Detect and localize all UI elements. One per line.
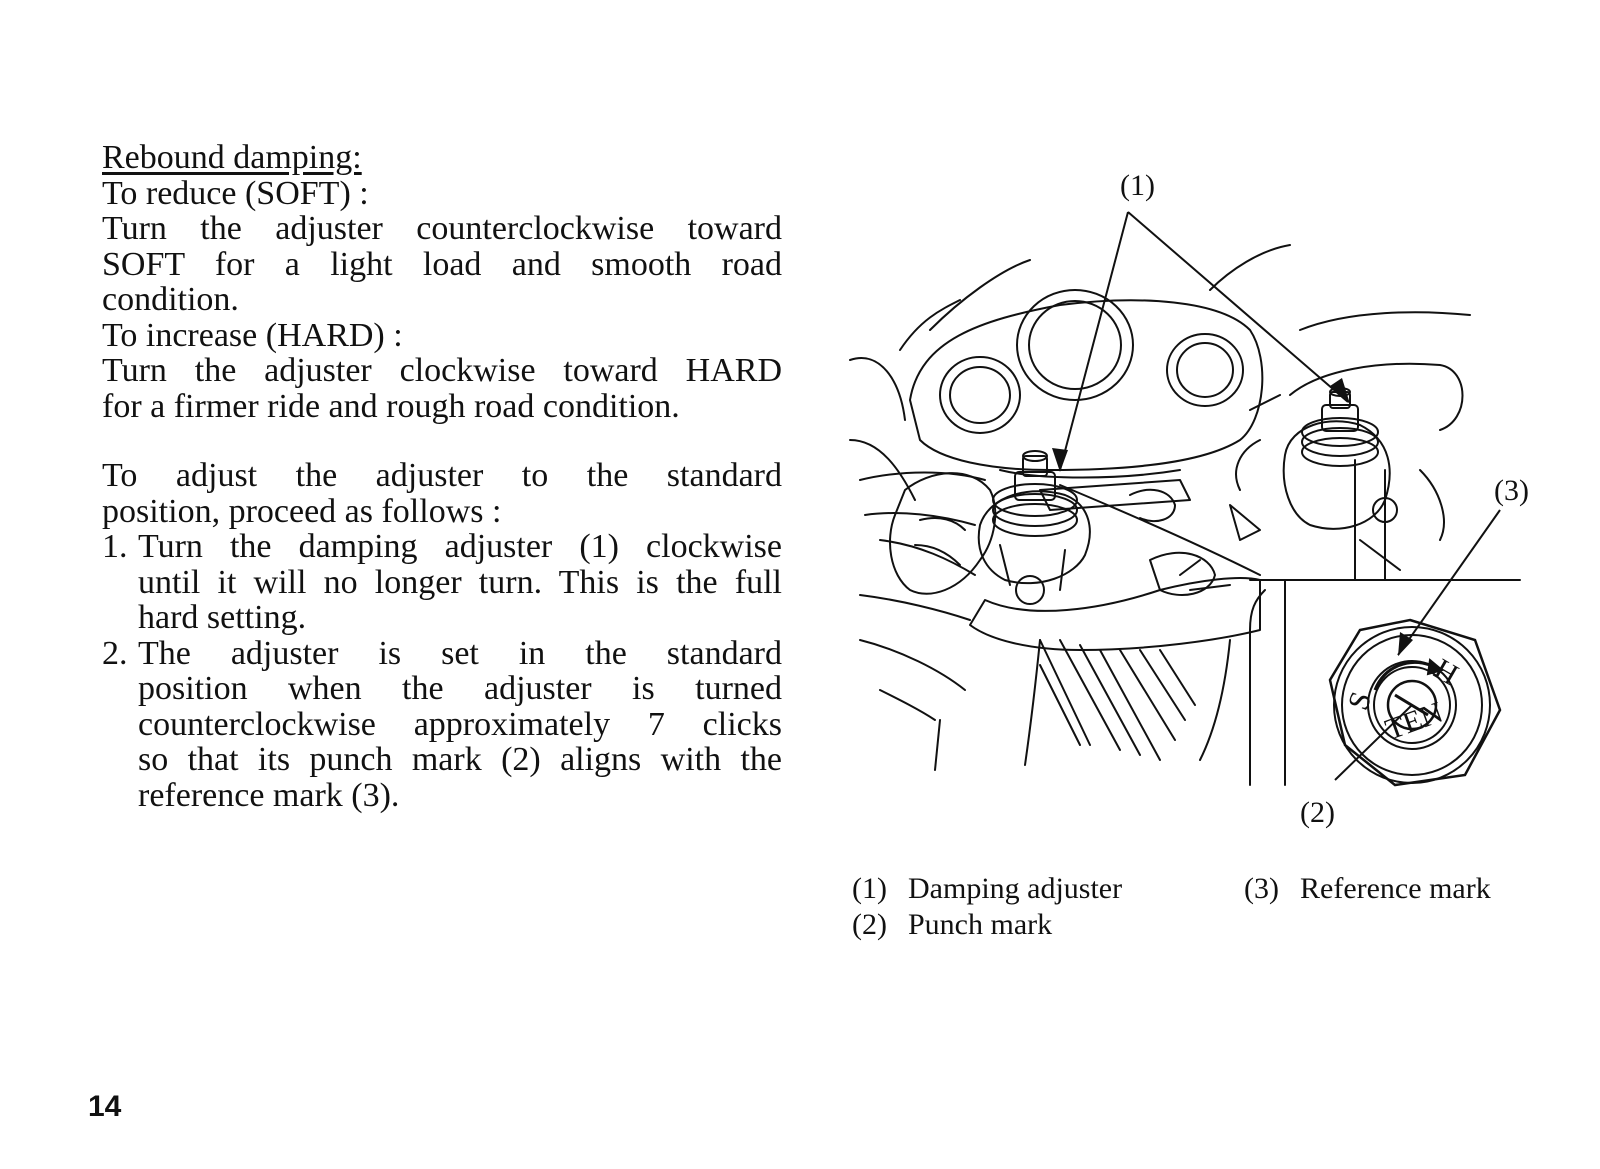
leader-1-right: [1127, 211, 1349, 403]
caption-3-number: (3): [1244, 872, 1279, 905]
soft-line-1: Turn the adjuster counterclockwise towar…: [102, 210, 782, 247]
hard-line-2: for a firmer ride and rough road conditi…: [102, 387, 680, 425]
standard-line-2: position, proceed as follows :: [102, 492, 502, 530]
dial-letter-ten: TEN: [1381, 696, 1447, 747]
step-1-line-2: until it will no longer turn. This is th…: [138, 563, 782, 601]
dial-letter-h: H: [1429, 652, 1464, 691]
caption-3-text: Reference mark: [1300, 872, 1491, 905]
inset-frame: [1249, 579, 1521, 786]
soft-line-2: SOFT for a light load and smooth road: [102, 245, 782, 283]
step-1-number: 1.: [102, 528, 128, 565]
callout-2: (2): [1300, 796, 1335, 829]
caption-2-text: Punch mark: [908, 908, 1053, 941]
left-fork-cap: [977, 490, 1091, 585]
caption-1-number: (1): [852, 872, 887, 905]
right-adjuster-nut: [1321, 404, 1359, 432]
page-number: 14: [88, 1090, 122, 1123]
leader-3: [1397, 509, 1501, 656]
arrow-1-right: [1330, 378, 1350, 404]
left-gauge: [939, 356, 1021, 434]
step-2-number: 2.: [102, 634, 128, 672]
caption-2: (2) Punch mark: [852, 908, 1052, 942]
callout-3: (3): [1494, 474, 1529, 507]
left-handlebar: [859, 471, 986, 721]
step-2: 2. The adjuster is set in the standard p…: [102, 634, 782, 814]
section-heading: Rebound damping:: [102, 139, 362, 176]
instrument-cluster: [909, 299, 1264, 471]
step-2-line-5: reference mark (3).: [138, 776, 400, 814]
leader-1-left: [1059, 211, 1129, 471]
hard-line-1: Turn the adjuster clockwise toward HARD: [102, 352, 782, 389]
step-2-line-4: so that its punch mark (2) aligns with t…: [138, 741, 782, 778]
step-1-line-1: Turn the damping adjuster (1) clockwise: [138, 528, 782, 565]
left-adjuster-nut: [1014, 471, 1056, 501]
hard-label: To increase (HARD) :: [102, 316, 403, 354]
arrow-1-left: [1052, 448, 1068, 472]
step-1: 1. Turn the damping adjuster (1) clockwi…: [102, 529, 782, 636]
step-2-line-3: counterclockwise approximately 7 clicks: [138, 705, 782, 743]
caption-1: (1) Damping adjuster: [852, 872, 1122, 906]
instruction-text: Rebound damping: To reduce (SOFT) : Turn…: [102, 140, 782, 813]
speedometer: [1016, 289, 1134, 401]
step-1-line-3: hard setting.: [138, 599, 307, 636]
step-2-line-1: The adjuster is set in the standard: [138, 634, 782, 672]
top-bridge: [969, 577, 1261, 651]
dial-letter-s: S: [1342, 687, 1379, 714]
step-2-line-2: position when the adjuster is turned: [138, 670, 782, 707]
fairing-outline: [849, 244, 1471, 501]
caption-3: (3) Reference mark: [1244, 872, 1491, 906]
arrow-3: [1398, 632, 1413, 656]
soft-line-3: condition.: [102, 281, 239, 318]
adjuster-closeup: [1328, 618, 1502, 787]
standard-line-1: To adjust the adjuster to the standard: [102, 457, 782, 494]
caption-1-text: Damping adjuster: [908, 872, 1123, 905]
caption-2-number: (2): [852, 908, 887, 941]
tachometer: [1166, 333, 1244, 407]
left-hand: [889, 472, 997, 595]
lower-clamp-hatching: [1039, 639, 1196, 761]
leader-2: [1334, 704, 1413, 781]
callout-1: (1): [1120, 169, 1155, 202]
soft-label: To reduce (SOFT) :: [102, 174, 369, 212]
